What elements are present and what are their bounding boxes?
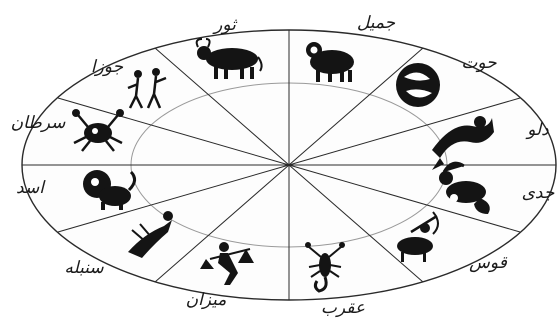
sign-label-pisces: حوت [461, 53, 497, 73]
sign-label-scorpio: عقرب [321, 298, 365, 318]
sign-label-capricorn: جدی [522, 183, 555, 203]
pisces-fish-icon [396, 63, 440, 107]
sign-label-cancer: سرطان [11, 113, 67, 133]
sign-label-libra: میزان [186, 290, 227, 310]
sign-label-virgo: سنبله [64, 258, 104, 278]
sign-label-aquarius: دلو [525, 120, 549, 140]
sign-label-leo: اسد [16, 178, 46, 198]
sign-label-gemini: جوزا [91, 57, 124, 77]
sign-label-aries: جمیل [357, 13, 396, 33]
sign-label-sagittarius: قوس [469, 253, 508, 273]
sign-label-taurus: ثور [212, 15, 238, 35]
